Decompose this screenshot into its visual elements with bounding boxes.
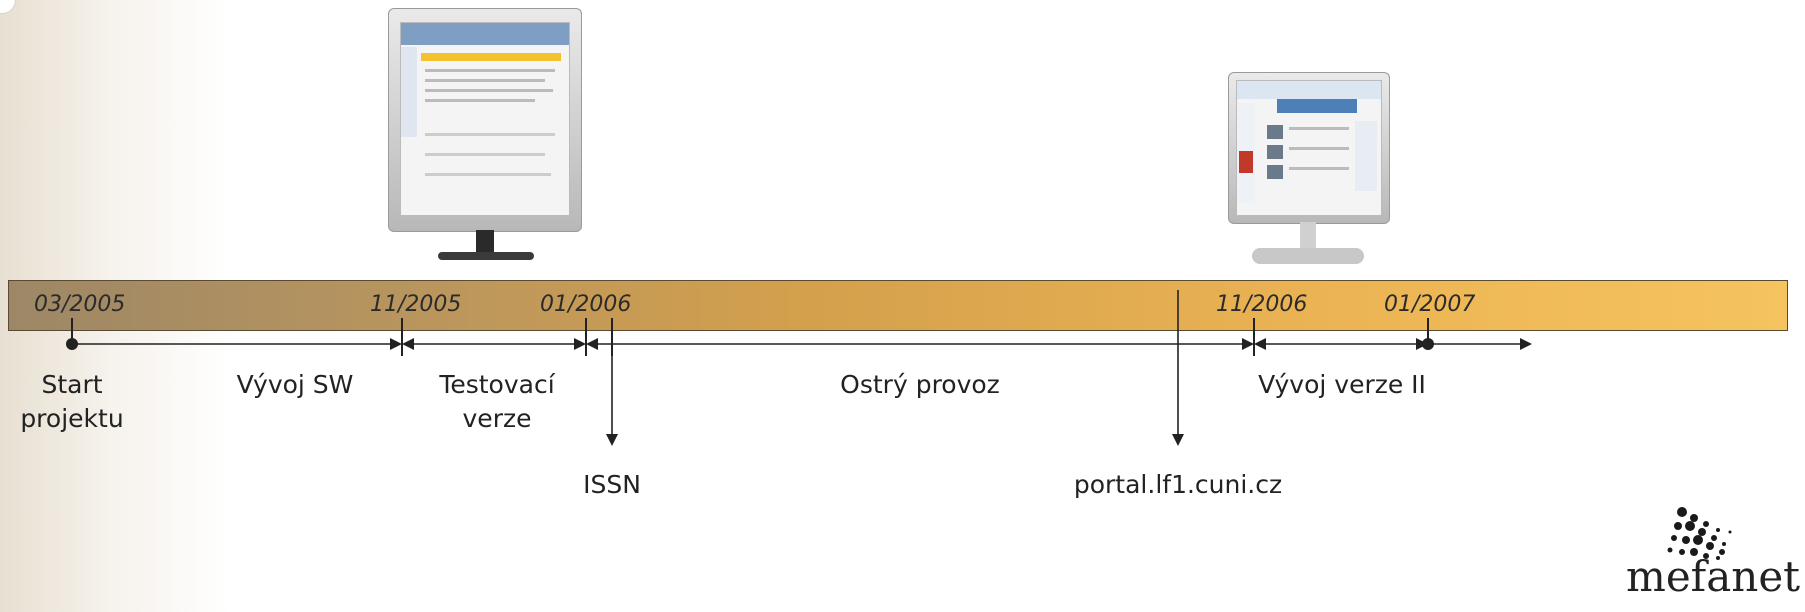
timeline-band	[8, 280, 1788, 331]
date-label-01-2006: 01/2006	[540, 292, 632, 317]
phase-label-vyvoj-sw: Vývoj SW	[236, 370, 354, 399]
phase-label-ostry-provoz: Ostrý provoz	[840, 370, 1000, 399]
date-label-11-2006: 11/2006	[1216, 292, 1308, 317]
phase-label-testovaci-verze: Testovací verze	[439, 370, 555, 433]
phase-label-start-projektu: Start projektu	[20, 370, 124, 433]
monitor-image-right	[1216, 72, 1400, 278]
mefanet-logo-text: mefanet	[1626, 552, 1801, 601]
monitor-image-left	[388, 8, 584, 260]
date-label-03-2005: 03/2005	[34, 292, 126, 317]
milestone-label-portal: portal.lf1.cuni.cz	[1073, 470, 1283, 499]
date-label-11-2005: 11/2005	[370, 292, 462, 317]
phase-label-vyvoj-verze-ii: Vývoj verze II	[1258, 370, 1426, 399]
milestone-label-issn: ISSN	[583, 470, 641, 499]
date-label-01-2007: 01/2007	[1384, 292, 1476, 317]
